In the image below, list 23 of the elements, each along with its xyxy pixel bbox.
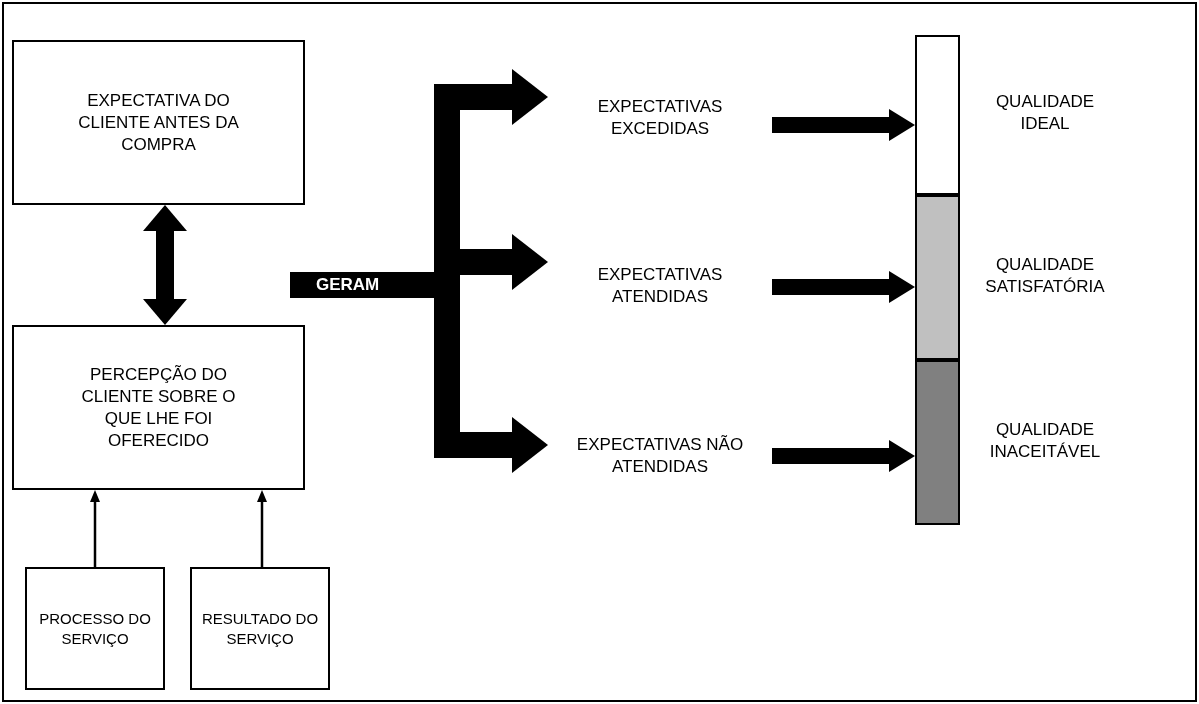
quality-bar-segment xyxy=(915,195,960,360)
node-text: PROCESSO DO SERVIÇO xyxy=(38,608,152,649)
arrow xyxy=(257,490,267,567)
arrow xyxy=(90,490,100,567)
node-text: EXPECTATIVAS NÃO ATENDIDAS xyxy=(575,434,745,478)
input-box xyxy=(25,567,165,690)
arrow xyxy=(772,440,915,472)
node-text: EXPECTATIVAS ATENDIDAS xyxy=(596,264,724,308)
quality-label: QUALIDADE SATISFATÓRIA xyxy=(984,253,1106,298)
node-text: EXPECTATIVA DO CLIENTE ANTES DA COMPRA xyxy=(77,89,240,156)
quality-label: QUALIDADE IDEAL xyxy=(994,91,1096,135)
input-box xyxy=(190,567,330,690)
node-text: EXPECTATIVAS EXCEDIDAS xyxy=(596,96,724,140)
node-text: PERCEPÇÃO DO CLIENTE SOBRE O QUE LHE FOI OFERECIDO xyxy=(80,363,237,452)
arrow xyxy=(143,205,187,325)
process-box xyxy=(12,40,305,205)
arrow xyxy=(772,271,915,303)
process-box xyxy=(12,325,305,490)
quality-bar-segment xyxy=(915,360,960,525)
quality-label: QUALIDADE INACEITÁVEL xyxy=(988,418,1102,463)
arrow xyxy=(772,109,915,141)
node-text: RESULTADO DO SERVIÇO xyxy=(200,608,320,649)
quality-bar-segment xyxy=(915,35,960,195)
